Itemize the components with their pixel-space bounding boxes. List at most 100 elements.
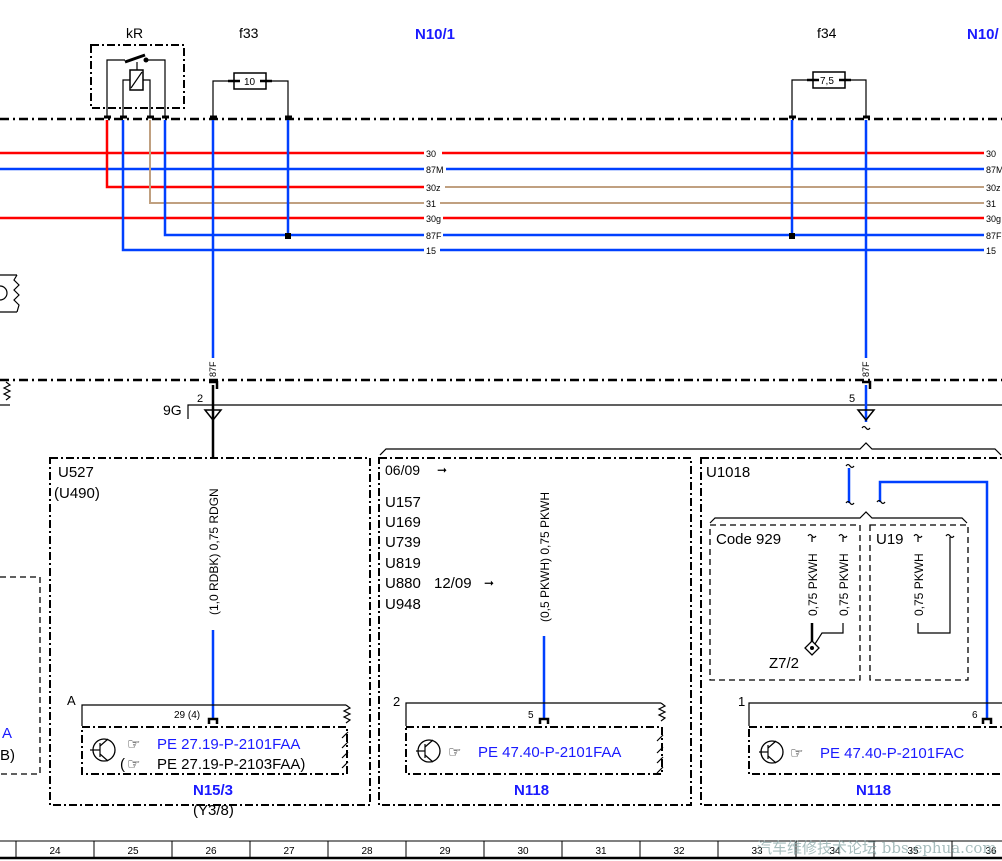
module-right-name: N118	[856, 782, 891, 799]
grid-column-label: 27	[283, 846, 295, 857]
grid-column-label: 28	[361, 846, 373, 857]
code-item: U948	[385, 596, 421, 613]
module-mid-date2: 12/09	[434, 575, 472, 592]
module-mid-codes: U157 U169 U739 U819 U880 U948	[385, 494, 421, 613]
sub1-wire2: 0,75 PKWH	[837, 553, 851, 616]
relay-kr	[90, 44, 185, 116]
bus-label: 15	[426, 246, 436, 256]
variant-brace	[379, 442, 1002, 456]
bus-label-right: 30g	[986, 214, 1001, 224]
ground-arrow-icon	[203, 409, 223, 422]
connector-pin	[209, 380, 219, 389]
bus-label: 30z	[426, 183, 441, 193]
fuse-f34: 7,5	[791, 71, 867, 116]
grid-column-label: 29	[439, 846, 451, 857]
right-pin-number: 5	[849, 393, 855, 405]
module-left-name: N15/3	[193, 782, 233, 799]
bus-label-right: 87M	[986, 165, 1002, 175]
code-item: U819	[385, 555, 421, 572]
module-mid-wire-label: (0,5 PKWH) 0,75 PKWH	[538, 492, 552, 622]
left-tap-label: 87F	[208, 361, 218, 377]
module-right-box	[700, 457, 1002, 806]
connector-pin	[981, 717, 993, 724]
module-left-name-alt: (Y3/8)	[193, 802, 234, 819]
bus-label-right: 31	[986, 199, 996, 209]
fuse-f34-rating: 7,5	[820, 76, 834, 87]
code-item: U880	[385, 575, 421, 592]
watermark: 汽车维修技术论坛 bbs.ephua.com	[757, 839, 997, 857]
module-mid-date1: 06/09	[385, 462, 420, 478]
junction-dot	[789, 233, 795, 239]
bus-labels-right: 30 87M 30z 31 30g 87F 15	[986, 149, 1002, 256]
far-left-label1: A	[2, 725, 12, 742]
module-left-variant: U527	[58, 464, 94, 481]
connector-pin	[538, 717, 550, 724]
left-connector-label: 9G	[163, 402, 182, 418]
arrow-right-icon: ➞	[437, 463, 447, 477]
grid-column-label: 32	[673, 846, 685, 857]
grid-column-label: 35	[907, 846, 919, 857]
fuse-f33-rating: 10	[244, 77, 256, 88]
fuse-f33-label: f33	[239, 25, 259, 41]
module-right-plug: 1	[738, 694, 745, 709]
module-mid-plug: 2	[393, 694, 400, 709]
module-mid-ref[interactable]: PE 47.40-P-2101FAA	[478, 744, 621, 761]
grid-column-label: 31	[595, 846, 607, 857]
far-left-label2: B)	[0, 747, 15, 764]
pointing-hand-icon: ☞	[127, 756, 140, 773]
bus-label-right: 30	[986, 149, 996, 159]
left-pin-number: 2	[197, 393, 203, 405]
fuse-f34-label: f34	[817, 25, 837, 41]
bus-label-right: 87F	[986, 231, 1002, 241]
module-right-variant: U1018	[706, 464, 750, 481]
sub2-wire: 0,75 PKWH	[912, 553, 926, 616]
fuse-f33: 10	[212, 72, 289, 116]
grid-column-label: 25	[127, 846, 139, 857]
ground-arrow-icon	[856, 409, 876, 422]
bus-label: 30	[426, 149, 436, 159]
module-left-ref1[interactable]: PE 27.19-P-2101FAA	[157, 736, 300, 753]
grid-column-label: 24	[49, 846, 61, 857]
relay-label: kR	[126, 25, 143, 41]
bus-lines	[0, 120, 984, 252]
grid-column-label: 30	[517, 846, 529, 857]
connector-pin	[862, 380, 872, 389]
sub-box-code-929	[709, 524, 861, 681]
code-item: U739	[385, 534, 421, 551]
code-item: U169	[385, 514, 421, 531]
module-mid-name: N118	[514, 782, 549, 799]
module-mid-box	[378, 457, 692, 806]
module-left-ref2-paren: (	[120, 756, 125, 773]
pointing-hand-icon: ☞	[790, 745, 803, 762]
module-left-pin: 29 (4)	[174, 710, 200, 721]
arrow-right-icon: ➞	[484, 576, 494, 590]
module-left-variant-alt: (U490)	[54, 485, 100, 502]
module-left-wire-label: (1,0 RDBK) 0,75 RDGN	[207, 488, 221, 615]
bus-labels-center: 30 87M 30z 31 30g 87F 15	[426, 149, 444, 256]
module-right-pin: 6	[972, 710, 978, 721]
right-tap-label: 87F	[861, 361, 871, 377]
module-mid-inner-box	[405, 726, 663, 775]
module-mid-pin: 5	[528, 710, 534, 721]
bus-label: 31	[426, 199, 436, 209]
transistor-icon	[416, 739, 441, 763]
bus-label: 87M	[426, 165, 444, 175]
module-right-ref[interactable]: PE 47.40-P-2101FAC	[820, 745, 964, 762]
pointing-hand-icon: ☞	[448, 744, 461, 761]
splice-label: Z7/2	[769, 655, 799, 672]
module-left-box	[49, 457, 371, 806]
connector-pin	[207, 717, 219, 724]
module-right-inner-box	[748, 726, 1002, 775]
bus-label: 87F	[426, 231, 442, 241]
left-partial-component	[0, 274, 20, 313]
bus-label-right: 30z	[986, 183, 1001, 193]
module-left-inner-box	[81, 726, 348, 775]
module-n10-1-label: N10/1	[415, 26, 455, 43]
module-left-ref2[interactable]: PE 27.19-P-2103FAA)	[157, 756, 305, 773]
sub2-label: U19	[876, 531, 904, 548]
sub1-wire1: 0,75 PKWH	[806, 553, 820, 616]
transistor-icon	[90, 738, 116, 762]
transistor-icon	[759, 740, 784, 764]
